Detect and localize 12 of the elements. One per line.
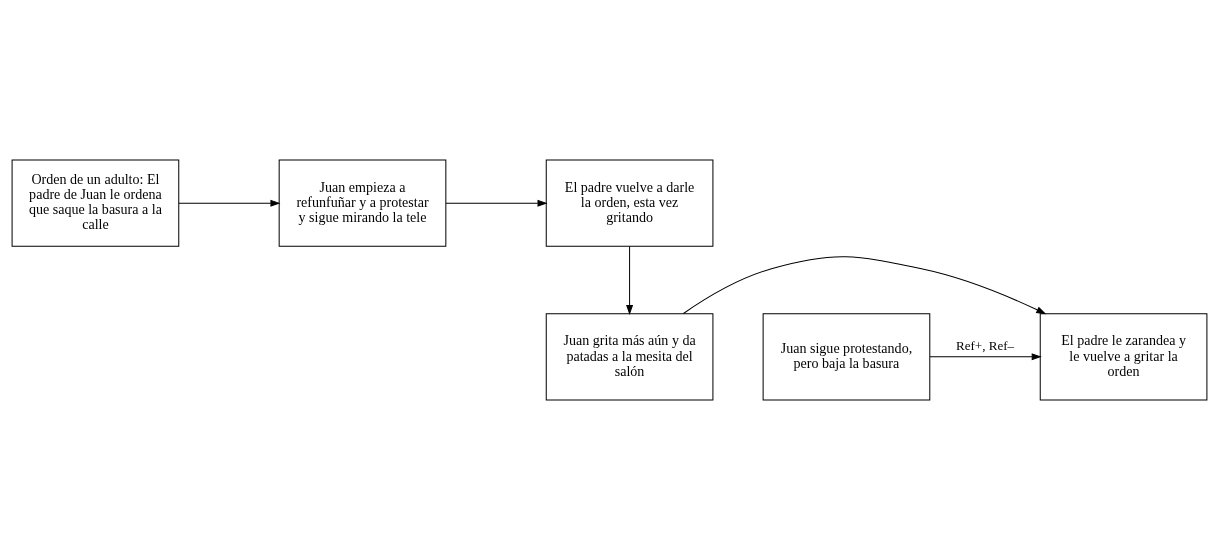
arrow xyxy=(682,256,1046,315)
node-box: Orden de un adulto: El padre de Juan le ordena que saque la basura a la calle xyxy=(11,159,180,247)
arrow xyxy=(626,245,633,315)
arrow xyxy=(929,353,1041,361)
node-box: Juan sigue protestando, pero baja la basura xyxy=(762,313,931,401)
edge-label: Ref+, Ref– xyxy=(955,338,1015,354)
node-box: Juan empieza a refunfuñar y a protestar y sigue mirando la tele xyxy=(278,159,447,247)
arrow xyxy=(178,199,280,207)
node-box: El padre vuelve a darle la orden, esta vez gritando xyxy=(545,159,714,247)
arrow xyxy=(445,199,547,207)
node-box: Juan grita más aún y da patadas a la mesita del salón xyxy=(545,313,714,401)
node-box: El padre le zarandea y le vuelve a gritar la orden xyxy=(1039,313,1208,401)
